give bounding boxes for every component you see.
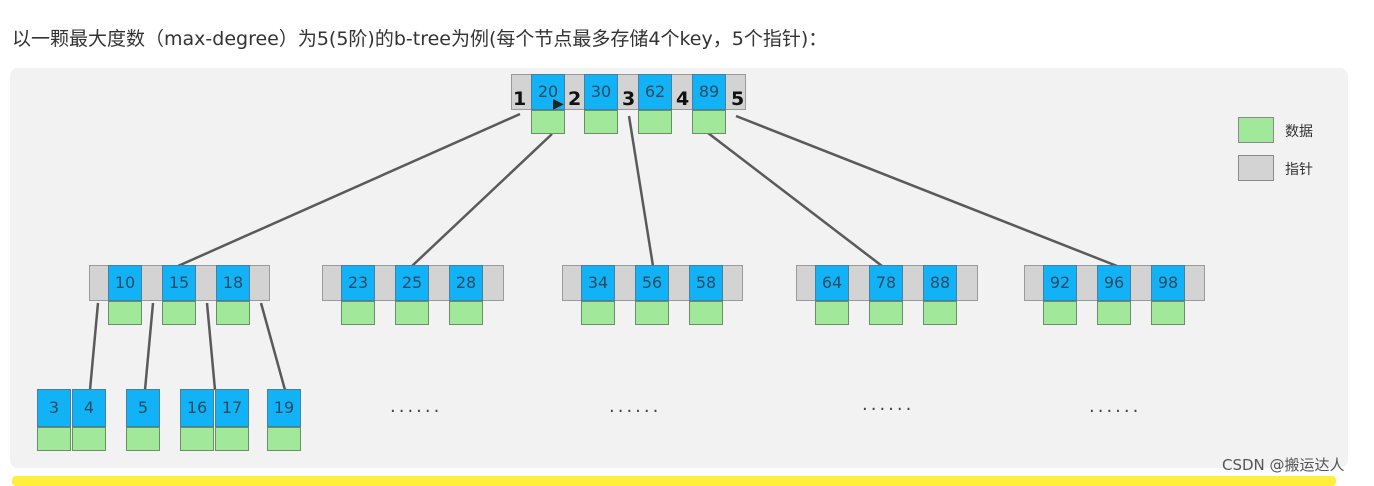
node-data <box>581 301 615 325</box>
ellipsis: ...... <box>609 396 662 417</box>
node-key: 34 <box>581 265 615 301</box>
ellipsis: ...... <box>1089 396 1142 417</box>
leaf-data <box>72 427 106 451</box>
node-key: 98 <box>1151 265 1185 301</box>
pointer-number-label: 2 <box>568 88 582 110</box>
root-key: 89 <box>692 74 726 110</box>
root-data <box>692 110 726 134</box>
pointer-number-label: 3 <box>622 88 636 110</box>
node-data <box>635 301 669 325</box>
pointer-number-label: 5 <box>731 88 745 110</box>
watermark: CSDN @搬运达人 <box>1222 456 1345 474</box>
root-key: 62 <box>638 74 672 110</box>
edge-root-p5 <box>735 114 1118 268</box>
root-node: 20 30 62 89 <box>511 74 746 134</box>
node-data <box>1151 301 1185 325</box>
legend-data-label: 数据 <box>1285 124 1313 140</box>
root-data <box>531 110 565 134</box>
internal-node: 64 78 88 <box>796 265 978 325</box>
internal-node: 92 96 98 <box>1024 265 1205 325</box>
leaf-data <box>126 427 160 451</box>
internal-node: 10 15 18 <box>89 265 270 325</box>
leaf-key: 4 <box>72 389 106 427</box>
node-key: 88 <box>923 265 957 301</box>
node-data <box>216 301 250 325</box>
edge-root-p3 <box>627 115 655 267</box>
edge-root-p1 <box>177 112 521 268</box>
leaf-node: 16 17 <box>180 389 250 451</box>
node-data <box>869 301 903 325</box>
node-key: 15 <box>162 265 196 301</box>
pointer-number-label: 4 <box>676 88 690 110</box>
leaf-key: 16 <box>180 389 214 427</box>
edge-n1-p1 <box>88 302 100 391</box>
internal-node: 23 25 28 <box>322 265 504 325</box>
root-key: 20 <box>531 74 565 110</box>
leaf-data <box>37 427 71 451</box>
node-key: 64 <box>815 265 849 301</box>
leaf-key: 3 <box>37 389 71 427</box>
edge-root-p2 <box>411 133 553 267</box>
leaf-node: 3 4 <box>37 389 107 451</box>
yellow-highlight-bar <box>12 476 1336 486</box>
node-data <box>923 301 957 325</box>
leaf-key: 17 <box>215 389 249 427</box>
node-data <box>341 301 375 325</box>
legend-pointer-label: 指针 <box>1285 162 1313 178</box>
legend-data-swatch <box>1238 117 1274 143</box>
node-key: 92 <box>1043 265 1077 301</box>
node-data <box>1097 301 1131 325</box>
leaf-data <box>180 427 214 451</box>
root-key: 30 <box>584 74 618 110</box>
ellipsis: ...... <box>862 394 915 415</box>
node-data <box>815 301 849 325</box>
edge-n1-p2 <box>143 302 155 391</box>
mouse-cursor-icon: ▶ <box>553 96 564 112</box>
edge-n1-p3 <box>205 302 217 391</box>
leaf-key: 5 <box>126 389 160 427</box>
leaf-key: 19 <box>267 389 301 427</box>
leaf-data <box>215 427 249 451</box>
node-data <box>689 301 723 325</box>
root-data <box>638 110 672 134</box>
heading: 以一颗最大度数（max-degree）为5(5阶)的b-tree为例(每个节点最… <box>12 28 828 50</box>
node-key: 78 <box>869 265 903 301</box>
node-key: 25 <box>395 265 429 301</box>
node-data <box>395 301 429 325</box>
leaf-node: 5 <box>126 389 161 451</box>
node-key: 18 <box>216 265 250 301</box>
leaf-node: 19 <box>267 389 302 451</box>
edge-n1-p4 <box>259 302 287 391</box>
legend-pointer-swatch <box>1238 155 1274 181</box>
leaf-data <box>267 427 301 451</box>
ellipsis: ...... <box>390 396 443 417</box>
node-key: 56 <box>635 265 669 301</box>
internal-node: 34 56 58 <box>562 265 743 325</box>
node-key: 58 <box>689 265 723 301</box>
node-key: 23 <box>341 265 375 301</box>
node-key: 28 <box>449 265 483 301</box>
edge-root-p4 <box>707 132 883 267</box>
node-key: 10 <box>108 265 142 301</box>
node-data <box>162 301 196 325</box>
node-data <box>108 301 142 325</box>
node-data <box>449 301 483 325</box>
node-key: 96 <box>1097 265 1131 301</box>
root-data <box>584 110 618 134</box>
node-data <box>1043 301 1077 325</box>
pointer-number-label: 1 <box>513 88 527 110</box>
